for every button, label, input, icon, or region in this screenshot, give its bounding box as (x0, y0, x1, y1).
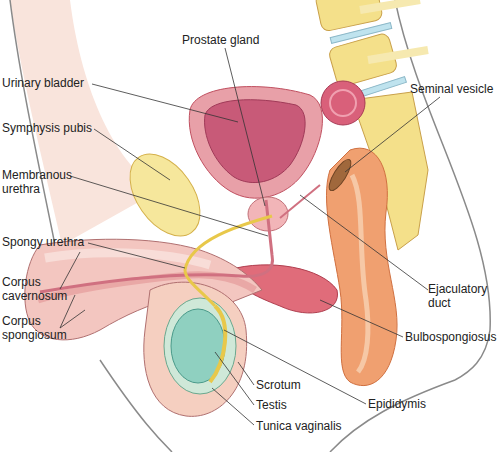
part-label: Corpus cavernosum (2, 275, 72, 303)
part-label: Seminal vesicle (410, 82, 500, 96)
part-label: Spongy urethra (2, 235, 102, 249)
tunica-vaginalis (164, 298, 236, 394)
corpus-cavernosum (45, 253, 210, 265)
urinary-bladder (189, 87, 322, 199)
part-label: Prostate gland (182, 33, 282, 47)
leader-lines (60, 48, 440, 425)
seminal-vesicle (325, 157, 354, 194)
part-label: Urinary bladder (2, 76, 102, 90)
part-label: Membranous urethra (2, 168, 82, 196)
part-label: Testis (256, 398, 336, 412)
part-label: Corpus spongiosum (2, 314, 72, 342)
part-label: Symphysis pubis (2, 121, 102, 135)
epididymis (210, 306, 225, 382)
part-label: Bulbospongiosus (405, 330, 500, 344)
scrotum (144, 282, 247, 416)
vas-deferens (185, 216, 272, 306)
part-label: Ejaculatory duct (428, 282, 498, 310)
part-label: Scrotum (256, 378, 336, 392)
body-outline (330, 380, 455, 452)
part-label: Tunica vaginalis (256, 419, 356, 433)
rectum (352, 175, 368, 372)
intestine (330, 90, 356, 116)
ejaculatory-duct (280, 185, 320, 218)
part-label: Epididymis (368, 397, 468, 411)
intestine (321, 81, 365, 125)
urinary-bladder (205, 100, 306, 183)
